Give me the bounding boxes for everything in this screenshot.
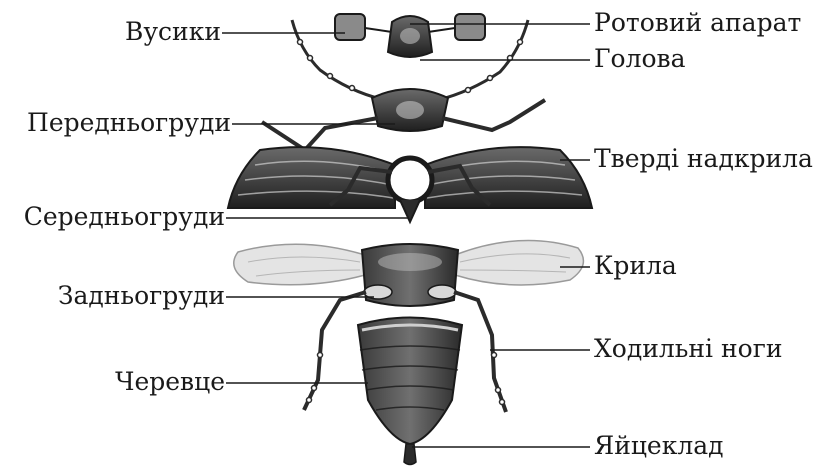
label-mouthparts: Ротовий апарат xyxy=(594,9,801,37)
front-leg-right xyxy=(442,100,545,130)
label-antennae: Вусики xyxy=(125,18,221,46)
elytron-right xyxy=(425,147,592,208)
label-metathorax: Задньогруди xyxy=(58,282,225,310)
front-leg-left xyxy=(262,118,378,150)
label-legs: Ходильні ноги xyxy=(594,335,782,363)
label-abdomen: Черевце xyxy=(115,368,225,396)
wing-left xyxy=(234,244,365,285)
label-elytra: Тверді надкрила xyxy=(594,145,813,173)
head-group xyxy=(292,14,528,100)
elytra-group xyxy=(228,147,592,222)
label-wings: Крила xyxy=(594,252,677,280)
label-ovipositor: Яйцеклад xyxy=(594,432,724,460)
label-mesothorax: Середньогруди xyxy=(24,203,225,231)
prothorax-group xyxy=(262,89,545,150)
wings-group xyxy=(234,240,584,306)
palp-left xyxy=(335,14,365,40)
elytron-left xyxy=(228,147,395,208)
label-prothorax: Передньогруди xyxy=(27,109,231,137)
hind-leg-left xyxy=(304,292,366,410)
label-head: Голова xyxy=(594,45,686,73)
hind-leg-right xyxy=(454,292,506,412)
abdomen-group xyxy=(358,318,462,465)
palp-right xyxy=(455,14,485,40)
mesothorax xyxy=(388,158,432,202)
abdomen xyxy=(358,318,462,445)
wing-right xyxy=(455,240,583,285)
